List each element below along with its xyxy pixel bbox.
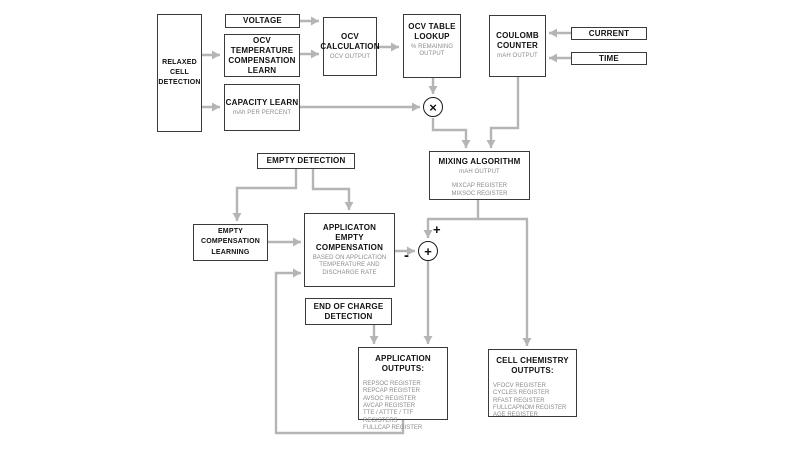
node-application-empty-compensation: APPLICATON EMPTY COMPENSATION BASED ON A…	[304, 213, 395, 287]
node-ocv-table-lookup-sub: % REMAINING OUTPUT	[410, 44, 454, 58]
sum-node: +	[418, 241, 438, 261]
node-empty-detection-title: EMPTY DETECTION	[266, 156, 346, 165]
node-voltage: VOLTAGE	[225, 14, 300, 28]
node-end-of-charge-detection-title: END OF CHARGE DETECTION	[313, 301, 384, 321]
minus-sign-label: -	[404, 247, 409, 264]
multiply-node: ×	[423, 97, 443, 117]
multiply-icon: ×	[429, 99, 437, 115]
node-application-outputs-registers: REPSOC REGISTER REPCAP REGISTER AVSOC RE…	[363, 381, 423, 431]
node-time: TIME	[571, 52, 647, 65]
node-capacity-learn-title: CAPACITY LEARN	[225, 97, 299, 107]
node-application-empty-compensation-sub: BASED ON APPLICATION TEMPERATURE AND DIS…	[312, 255, 387, 276]
node-capacity-learn: CAPACITY LEARN mAh PER PERCENT	[224, 84, 300, 131]
node-current: CURRENT	[571, 27, 647, 40]
node-empty-compensation-learning: EMPTY COMPENSATION LEARNING	[193, 224, 268, 261]
node-cell-chemistry-outputs: CELL CHEMISTRY OUTPUTS: VFOCV REGISTER C…	[488, 349, 577, 419]
node-ocv-calculation-title: OCV CALCULATION	[320, 31, 380, 51]
node-empty-detection: EMPTY DETECTION	[257, 153, 355, 169]
plus-icon: +	[424, 243, 432, 259]
node-mixing-algorithm-registers: MIXCAP REGISTER MIXSOC REGISTER	[451, 183, 508, 197]
node-end-of-charge-detection: END OF CHARGE DETECTION	[305, 298, 392, 325]
node-ocv-calculation: OCV CALCULATION OCV OUTPUT	[320, 17, 380, 76]
plus-sign-label: +	[433, 222, 441, 237]
node-cell-chemistry-outputs-title: CELL CHEMISTRY OUTPUTS:	[496, 356, 569, 375]
node-ocv-table-lookup-title: OCV TABLE LOOKUP	[408, 22, 456, 41]
node-application-outputs: APPLICATION OUTPUTS: REPSOC REGISTER REP…	[358, 347, 448, 431]
node-application-empty-compensation-title: APPLICATON EMPTY COMPENSATION	[315, 223, 384, 253]
node-voltage-title: VOLTAGE	[243, 16, 282, 25]
node-time-title: TIME	[599, 53, 619, 63]
node-coulomb-counter-title: COULOMB COUNTER	[496, 31, 539, 51]
node-relaxed-cell-detection-title: RELAXED CELL DETECTION	[158, 58, 201, 87]
node-ocv-temperature-compensation-learn: OCV TEMPERATURE COMPENSATION LEARN	[224, 34, 300, 77]
node-ocv-table-lookup: OCV TABLE LOOKUP % REMAINING OUTPUT	[403, 14, 461, 78]
node-mixing-algorithm-title: MIXING ALGORITHM	[438, 157, 521, 166]
node-empty-compensation-learning-title: EMPTY COMPENSATION LEARNING	[200, 228, 261, 256]
node-relaxed-cell-detection: RELAXED CELL DETECTION	[157, 14, 202, 132]
node-cell-chemistry-outputs-registers: VFOCV REGISTER CYCLES REGISTER RFAST REG…	[493, 383, 567, 419]
node-mixing-algorithm: MIXING ALGORITHM mAH OUTPUT MIXCAP REGIS…	[429, 151, 530, 200]
node-mixing-algorithm-sub: mAH OUTPUT	[459, 169, 500, 175]
node-application-outputs-title: APPLICATION OUTPUTS:	[375, 354, 431, 373]
node-coulomb-counter-sub: mAH OUTPUT	[497, 53, 538, 60]
node-ocv-calculation-sub: OCV OUTPUT	[329, 53, 371, 60]
node-current-title: CURRENT	[588, 28, 630, 38]
node-ocv-temperature-compensation-learn-title: OCV TEMPERATURE COMPENSATION LEARN	[228, 35, 296, 75]
node-coulomb-counter: COULOMB COUNTER mAH OUTPUT	[489, 15, 546, 77]
node-capacity-learn-sub: mAh PER PERCENT	[232, 109, 292, 116]
